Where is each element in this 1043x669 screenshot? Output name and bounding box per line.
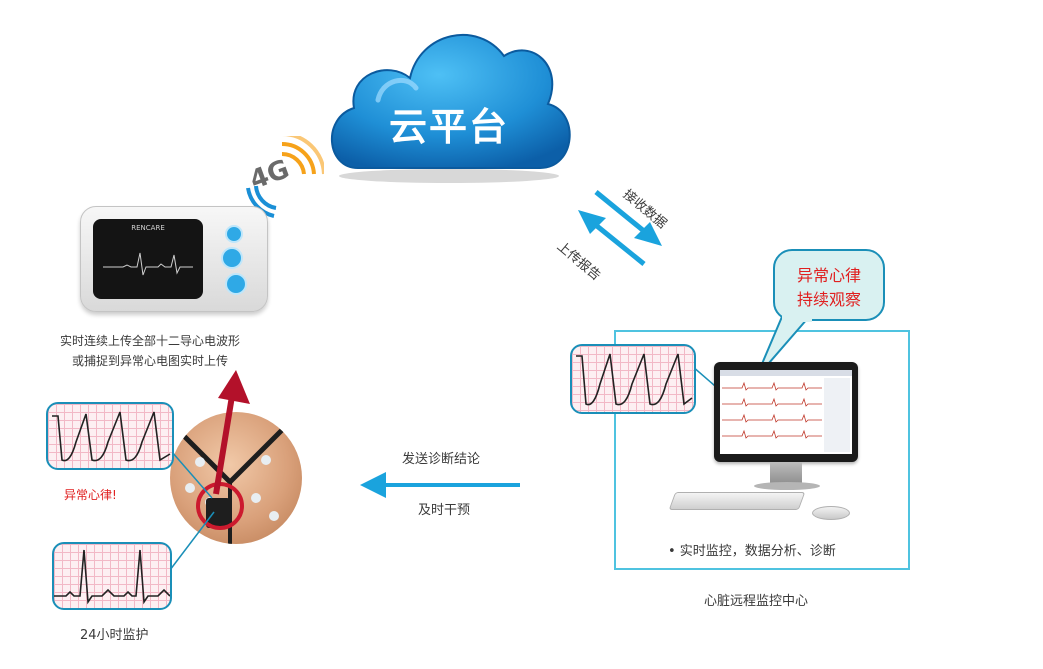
- monitor-24h-label: 24小时监护: [80, 628, 149, 643]
- device-screen: RENCARE: [93, 219, 203, 299]
- intervene-label: 及时干预: [418, 503, 471, 518]
- monitor-screen: [720, 370, 852, 454]
- monitor-base: [754, 482, 820, 490]
- cloud-icon: [330, 33, 571, 183]
- send-diagnosis-label: 发送诊断结论: [402, 452, 481, 467]
- monitoring-center-frame: [614, 330, 910, 570]
- monitor-ecg-traces: [722, 381, 822, 439]
- device-caption-line2: 或捕捉到异常心电图实时上传: [72, 354, 229, 368]
- observation-bubble: 异常心律 持续观察: [736, 246, 886, 386]
- center-bullet-text: • 实时监控，数据分析、诊断: [668, 544, 836, 559]
- mouse[interactable]: [812, 506, 850, 520]
- bubble-line2: 持续观察: [796, 290, 861, 309]
- normal-ecg-trace: [54, 549, 170, 605]
- center-title: 心脏远程监控中心: [704, 594, 809, 609]
- receive-arrow-head: [634, 222, 662, 246]
- signal-4g: 4G: [246, 131, 326, 218]
- cloud-platform: 云平台: [318, 8, 580, 186]
- ecg-device: RENCARE: [80, 206, 268, 312]
- speech-bubble-shape: [755, 249, 885, 379]
- device-button-down[interactable]: [225, 273, 247, 295]
- abnormal-ecg-strip: [46, 402, 174, 470]
- abnormal-ecg-trace: [52, 411, 171, 462]
- abnormal-rhythm-alert: 异常心律!: [64, 488, 117, 502]
- monitor-neck: [770, 462, 802, 484]
- device-brand: RENCARE: [131, 224, 165, 232]
- normal-ecg-strip: [52, 542, 172, 610]
- center-ecg-strip: [570, 344, 696, 414]
- monitor-side-panel: [824, 378, 850, 452]
- computer-monitor: [714, 362, 858, 462]
- center-ecg-trace: [576, 353, 693, 406]
- device-button-middle[interactable]: [221, 247, 243, 269]
- wifi-signal-icon: [246, 131, 326, 218]
- upload-up-arrow: [213, 370, 250, 495]
- cloud-label: 云平台: [388, 105, 509, 149]
- exchange-arrows: [578, 190, 662, 266]
- device-button-up[interactable]: [225, 225, 243, 243]
- upload-arrow-head: [578, 210, 606, 234]
- send-diagnosis-arrow: [360, 472, 520, 498]
- monitor-toolbar: [720, 370, 852, 376]
- bubble-line1: 异常心律: [796, 266, 861, 285]
- keyboard[interactable]: [668, 492, 806, 510]
- device-caption-line1: 实时连续上传全部十二导心电波形: [60, 334, 241, 348]
- device-ecg-trace: [103, 252, 193, 276]
